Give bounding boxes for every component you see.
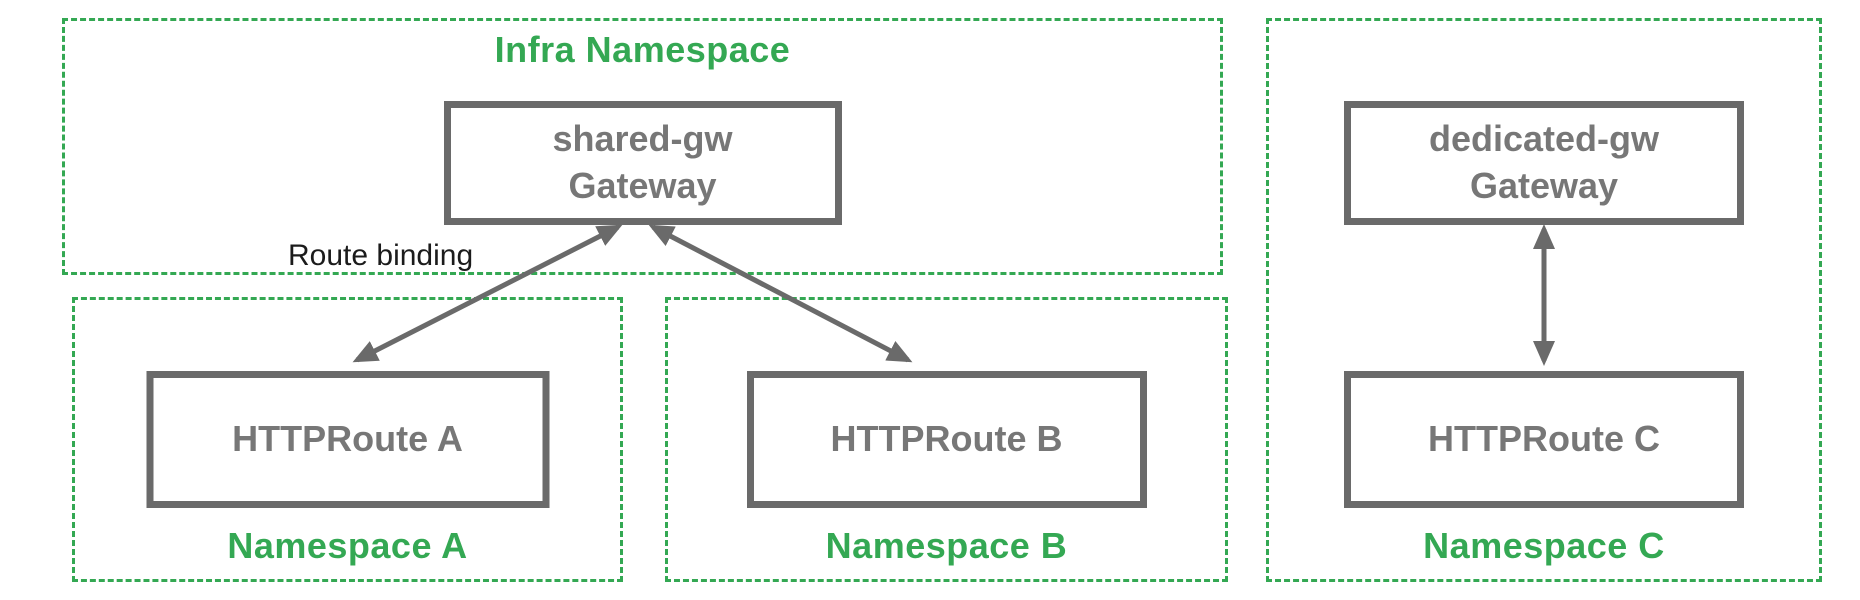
httproute-c-name: HTTPRoute C xyxy=(1428,418,1660,460)
namespace-b-label: Namespace B xyxy=(825,525,1068,566)
namespace-a-box: HTTPRoute A Namespace A xyxy=(72,297,623,582)
shared-gw-name: shared-gw xyxy=(552,118,733,160)
dedicated-gw-kind: Gateway xyxy=(1469,165,1619,206)
namespace-infra-label: Infra Namespace xyxy=(494,29,791,70)
namespace-c-box: dedicated-gw Gateway HTTPRoute C Namespa… xyxy=(1266,18,1822,582)
dedicated-gw-name: dedicated-gw xyxy=(1428,118,1660,160)
namespace-a-label: Namespace A xyxy=(227,525,468,566)
namespace-infra-box: Infra Namespace shared-gw Gateway xyxy=(62,18,1223,275)
route-binding-label: Route binding xyxy=(288,239,474,272)
dedicated-gw-gateway-node: dedicated-gw Gateway xyxy=(1344,101,1744,225)
httproute-c-node: HTTPRoute C xyxy=(1344,371,1744,508)
httproute-b-node: HTTPRoute B xyxy=(746,371,1147,508)
httproute-a-name: HTTPRoute A xyxy=(232,418,463,460)
httproute-b-name: HTTPRoute B xyxy=(830,418,1063,460)
httproute-a-node: HTTPRoute A xyxy=(146,371,549,508)
shared-gw-kind: Gateway xyxy=(568,165,717,206)
namespace-b-box: HTTPRoute B Namespace B xyxy=(665,297,1228,582)
shared-gw-gateway-node: shared-gw Gateway xyxy=(443,101,842,225)
namespace-c-label: Namespace C xyxy=(1423,525,1665,566)
